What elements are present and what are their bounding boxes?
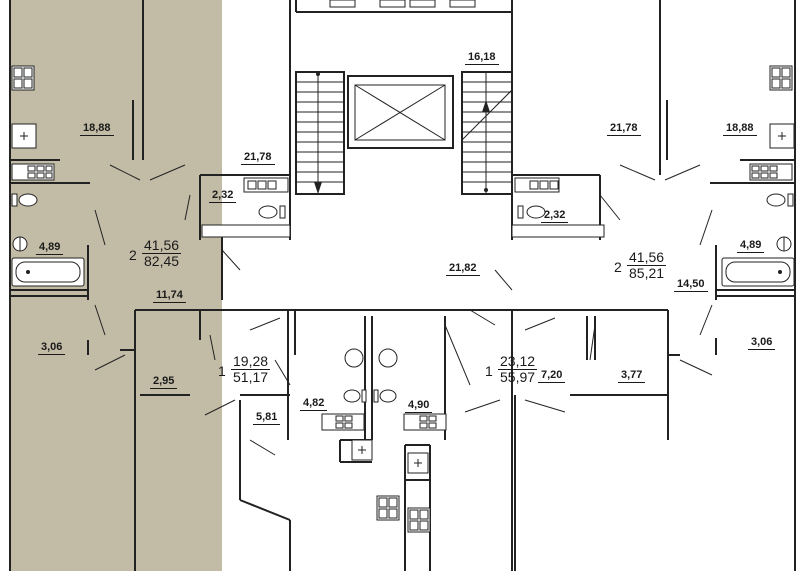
stair-left (296, 72, 344, 194)
room-area-label: 4,89 (36, 241, 64, 255)
room-area-label: 11,74 (153, 289, 186, 303)
washing-machine-icon (11, 163, 793, 431)
living-area: 23,12 (498, 353, 538, 370)
room-area-label: 21,78 (241, 151, 275, 165)
apartment-area: 41,56 82,45 (142, 237, 182, 269)
room-area-label: 2,32 (209, 189, 237, 203)
room-area-label: 4,82 (300, 397, 328, 411)
door-swings (94, 164, 713, 456)
total-area: 82,45 (144, 253, 180, 269)
stove-icon (11, 65, 793, 533)
living-area: 41,56 (627, 249, 667, 266)
sink-icon (12, 224, 792, 368)
total-area: 85,21 (629, 265, 665, 281)
kitchen-sink-icon (11, 123, 795, 474)
living-area: 41,56 (142, 237, 182, 254)
room-area-label: 14,50 (674, 278, 708, 292)
apartment-rooms: 1 (485, 363, 493, 379)
room-area-label: 3,06 (748, 336, 776, 350)
toilet-icon (11, 193, 794, 403)
bathtub-icon (11, 257, 795, 287)
room-area-label: 2,95 (150, 375, 178, 389)
total-area: 55,97 (500, 369, 536, 385)
room-area-label: 18,88 (723, 122, 757, 136)
vent-grilles (329, 0, 476, 8)
apartment-area: 19,28 51,17 (231, 353, 271, 385)
elevator-shaft-icon (354, 84, 446, 141)
room-area-label: 3,06 (38, 341, 66, 355)
room-area-label: 2,32 (541, 209, 569, 223)
apartment-area: 23,12 55,97 (498, 353, 538, 385)
room-area-label: 21,82 (446, 262, 480, 276)
apartment-area: 41,56 85,21 (627, 249, 667, 281)
room-area-label: 4,89 (737, 239, 765, 253)
living-area: 19,28 (231, 353, 271, 370)
stair-right (461, 72, 513, 194)
total-area: 51,17 (233, 369, 269, 385)
room-area-label: 5,81 (253, 411, 281, 425)
room-area-label: 7,20 (538, 369, 566, 383)
stair-arrow-icon (314, 72, 490, 194)
apartment-rooms: 1 (218, 363, 226, 379)
room-area-label: 21,78 (607, 122, 641, 136)
room-area-label: 3,77 (618, 369, 646, 383)
apartment-rooms: 2 (614, 259, 622, 275)
room-area-label: 4,90 (405, 399, 433, 413)
room-area-label: 18,88 (80, 122, 114, 136)
room-area-label: 16,18 (465, 51, 499, 65)
apartment-rooms: 2 (129, 247, 137, 263)
